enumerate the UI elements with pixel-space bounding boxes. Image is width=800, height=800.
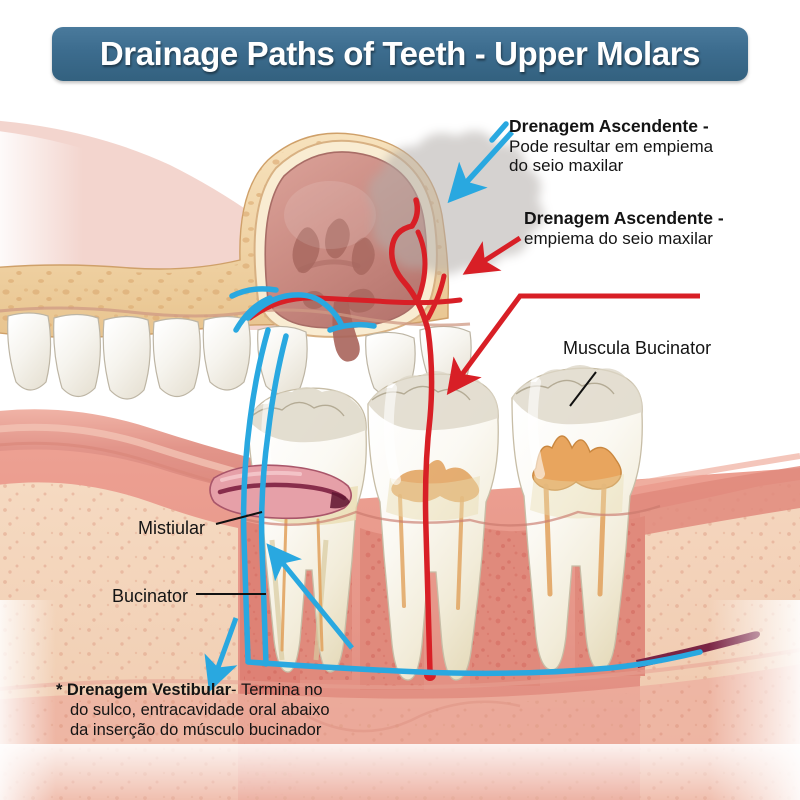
annotation-ascending-2-line-1: empiema do seio maxilar [524, 228, 713, 248]
footnote-separator: - [231, 681, 237, 699]
label-bucinator: Bucinator [112, 586, 189, 606]
vestibular-arrow-to-cloud [447, 130, 515, 204]
label-ascending-2-leader [446, 293, 700, 396]
annotation-ascending-1-line-1: Pode resultar em empiema [509, 136, 714, 156]
footnote-heading: Drenagem Vestibular [66, 681, 232, 699]
footnote-drenagem-vestibular: * Drenagem Vestibular- Termina no do sul… [56, 681, 386, 740]
ascending-drainage-branch [247, 229, 463, 321]
muscula-bucinator-leader [569, 371, 597, 407]
annotation-ascending-2-heading: Drenagem Ascendente - [524, 208, 724, 228]
ascending-drainage-path [389, 197, 435, 675]
lower-jaw-group [0, 365, 800, 800]
footnote-line-2: do sulco, entracavidade oral abaixo [70, 700, 330, 719]
vestibular-drainage-path [229, 286, 703, 677]
lower-molar-3 [511, 365, 643, 671]
vestibular-arrow-to-root [266, 543, 354, 650]
label-ascending-1-pointer [489, 121, 509, 143]
vestibular-arrow-to-footnote [204, 617, 239, 693]
label-ascending-2-pointer [462, 235, 522, 275]
footnote-marker: * [56, 681, 63, 699]
annotation-ascending-drainage-1: Drenagem Ascendente - Pode resultar em e… [509, 116, 769, 176]
mistiular-leader [215, 511, 263, 525]
upper-jaw-group [0, 120, 472, 400]
page-title: Drainage Paths of Teeth - Upper Molars [99, 35, 701, 72]
footnote-line-3: da inserção do músculo bucinador [70, 720, 322, 739]
annotation-ascending-1-heading: Drenagem Ascendente - [509, 116, 709, 136]
footnote-line-1: Termina no [240, 681, 323, 699]
figure-title-bar: Drainage Paths of Teeth - Upper Molars [52, 27, 748, 81]
label-mistiular: Mistiular [138, 518, 206, 538]
annotation-ascending-drainage-2: Drenagem Ascendente - empiema do seio ma… [524, 208, 784, 248]
label-muscula-bucinator: Muscula Bucinator [563, 338, 712, 358]
annotation-ascending-1-line-2: do seio maxilar [509, 156, 624, 176]
